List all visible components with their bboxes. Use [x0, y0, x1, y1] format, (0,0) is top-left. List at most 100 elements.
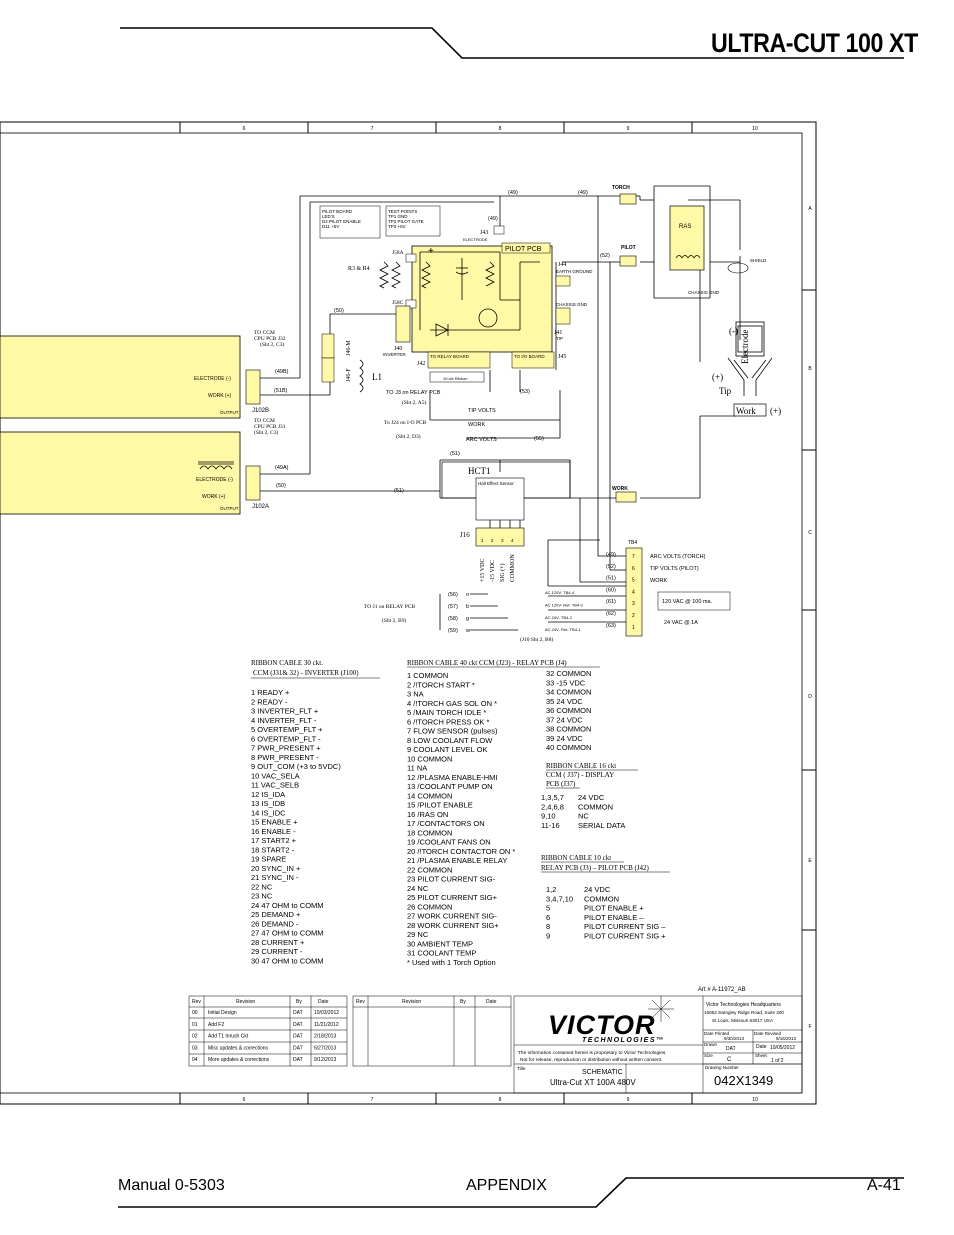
ribbon40-item: 10 COMMON — [407, 754, 452, 763]
shield-label: SHIELD — [750, 258, 767, 263]
wire-number: (49) — [508, 190, 518, 196]
chassis-gnd-label: CHASSIS GND — [556, 302, 588, 307]
ribbon30-subtitle: CCM (J31& 32) - INVERTER (J100) — [253, 669, 359, 677]
work-wire-label: WORK — [468, 422, 485, 428]
ribbon16-pins: 1,3,5,7 — [541, 793, 564, 802]
electrode-label: Electrode — [740, 330, 750, 364]
ribbon40-item: 37 24 VDC — [546, 715, 583, 724]
ribbon30-item: 22 NC — [251, 882, 273, 891]
date-revised-value: 9/16/2013 — [776, 1036, 797, 1041]
pilot-pcb — [411, 245, 553, 353]
revision-header: Rev — [356, 999, 365, 1005]
ac-line-labels: AC 120V- TB4-4AC 120V- Ret- TB4-3AC 24V-… — [545, 590, 583, 632]
title-line-1: SCHEMATIC — [582, 1069, 623, 1076]
revision-cell: 03 — [192, 1045, 198, 1051]
j58c-terminal — [405, 299, 417, 309]
inverter-block-lower — [0, 431, 241, 515]
ribbon40-item: 33 -15 VDC — [546, 678, 586, 687]
ribbon10-pins: 1,2 — [546, 885, 556, 894]
j43-terminal — [493, 225, 505, 235]
connector-j102b: J102B — [252, 408, 269, 414]
signal-wire-number: (58) — [448, 616, 458, 622]
wire-number: (52) — [600, 253, 610, 259]
ribbon30-item: 26 DEMAND - — [251, 919, 299, 928]
ribbon30-item: 5 OVERTEMP_FLT + — [251, 725, 323, 734]
hct-pin-number: 1 — [481, 538, 484, 543]
date-printed-value: 9/30/2013 — [724, 1036, 745, 1041]
hct-pin-number: 2 — [491, 538, 494, 543]
tip-volts-label: TIP VOLTS — [468, 408, 496, 414]
torch-terminal — [619, 193, 637, 205]
column-marker-bottom: 9 — [627, 1097, 630, 1103]
work-box — [733, 403, 767, 417]
date-printed-label: Date Printed — [704, 1031, 730, 1036]
output-label-2: OUTPUT — [220, 506, 239, 511]
j16-connector — [475, 527, 525, 547]
connector-j16: J16 — [460, 531, 470, 539]
vac100-label: 120 VAC @ 100 ma. — [662, 599, 713, 605]
ribbon30-item: 17 START2 + — [251, 836, 297, 845]
ribbon30-item: 15 ENABLE + — [251, 818, 298, 827]
ribbon10-pins: 9 — [546, 932, 550, 941]
ribbon30-table: RIBBON CABLE 30 ckt. CCM (J31& 32) - INV… — [251, 659, 380, 965]
tb4-pin-number: 3 — [632, 601, 635, 607]
tb4-pin-number: 6 — [632, 566, 635, 572]
connector-j45: J45 — [558, 354, 566, 360]
work-plus-label-2: WORK (+) — [202, 494, 226, 500]
wire-number: (53) — [520, 389, 530, 395]
ribbon40-item: 31 COOLANT TEMP — [407, 949, 476, 958]
tb4-descriptions: ARC VOLTS (TORCH)TIP VOLTS (PILOT)WORK — [650, 554, 706, 584]
ribbon30-item: 27 47 OHM to COMM — [251, 929, 324, 938]
wire-number: (55) — [534, 436, 544, 442]
tb4-description: WORK — [650, 578, 667, 584]
tb4-wire-number: (49) — [606, 552, 616, 558]
ribbon40-item: 8 LOW COOLANT FLOW — [407, 736, 493, 745]
vac24-label: 24 VAC @ 1A — [664, 620, 698, 626]
tb4-pin-number: 5 — [632, 578, 635, 584]
ribbon16-signal: COMMON — [578, 802, 613, 811]
tip-small-label: TIP — [556, 336, 563, 341]
revision-cell: DAT — [293, 1045, 303, 1051]
relay-board-connector — [427, 351, 491, 369]
output-connector-upper — [245, 369, 261, 405]
logo-star-icon — [648, 996, 674, 1022]
signal-wire-number: (56) — [448, 592, 458, 598]
ribbon16-subtitle2: PCB (J37) — [546, 780, 576, 788]
drawing-number-label: Drawing Number — [705, 1065, 739, 1070]
connector-j43: J43 — [480, 230, 488, 236]
electrode-minus-label: ELECTRODE (-) — [194, 376, 231, 382]
ribbon40-item: 4 /!TORCH GAS SOL ON * — [407, 699, 497, 708]
revision-cell: 01 — [192, 1022, 198, 1028]
ribbon40-item: 29 NC — [407, 930, 429, 939]
ribbon16-signal: SERIAL DATA — [578, 821, 625, 830]
sheet-label: Sheet — [755, 1053, 768, 1058]
j40-connector — [395, 305, 411, 343]
revision-header: Date — [486, 999, 497, 1005]
pilot-pcb-title-box — [501, 242, 551, 254]
tb4-terminal-block — [625, 547, 643, 637]
ribbon30-item: 11 VAC_SELB — [251, 781, 299, 790]
ribbon30-item: 25 DEMAND + — [251, 910, 301, 919]
ac-line-label: AC 24V- Ret- TB4-1 — [545, 627, 581, 632]
connector-j102a: J102A — [252, 504, 269, 510]
ribbon30-item: 7 PWR_PRESENT + — [251, 744, 321, 753]
size-value: C — [727, 1057, 732, 1063]
to-io-board-label: TO I/O BOARD — [514, 354, 545, 359]
ribbon40-item: 36 COMMON — [546, 706, 591, 715]
j46-m-connector — [321, 333, 335, 359]
ribbon40-item: 22 COMMON — [407, 865, 452, 874]
wire-number: (49) — [578, 190, 588, 196]
ribbon40-item: * Used with 1 Torch Option — [407, 958, 496, 967]
ribbon40-item: 20 /!TORCH CONTACTOR ON * — [407, 847, 515, 856]
ribbon16-title: RIBBON CABLE 16 ckt — [546, 762, 616, 770]
ribbon40-item: 17 /CONTACTORS ON — [407, 819, 485, 828]
ribbon40-item: 27 WORK CURRENT SIG- — [407, 912, 497, 921]
hct-pin-label: -15 VDC — [490, 560, 496, 582]
inductor-l1 — [359, 359, 364, 393]
ribbon40-item: 11 NA — [407, 764, 427, 773]
ribbon30-title: RIBBON CABLE 30 ckt. — [251, 659, 323, 667]
hct1-label: HCT1 — [468, 466, 491, 476]
